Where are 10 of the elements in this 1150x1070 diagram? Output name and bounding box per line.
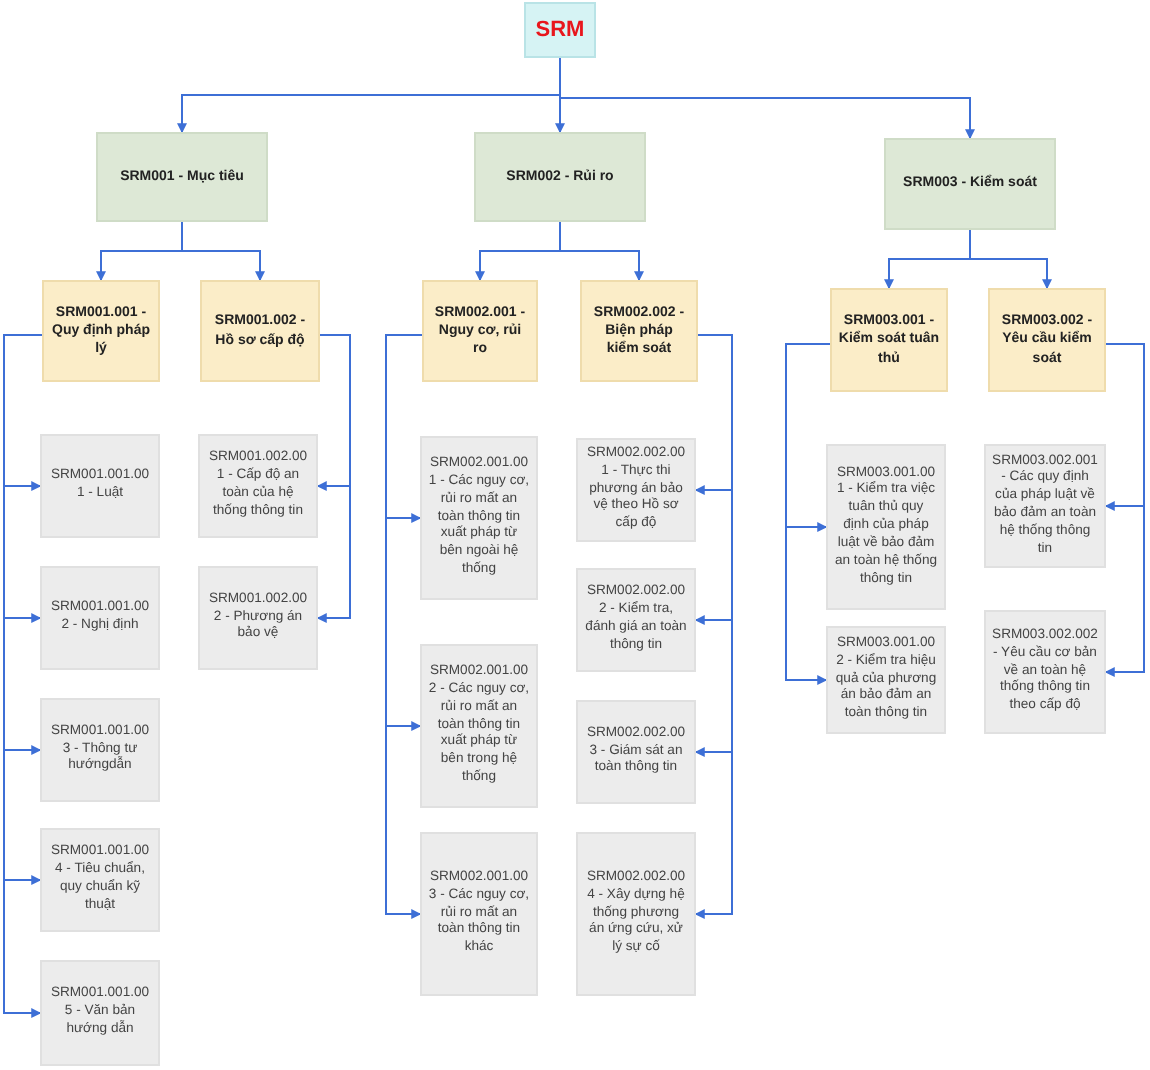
connector-arrow (1104, 343, 1145, 677)
connector-arrow (181, 221, 265, 282)
connector-arrow (694, 334, 733, 919)
connector-arrow (785, 343, 831, 685)
root-box: SRM (524, 2, 596, 58)
connector-arrow (316, 334, 351, 623)
connector-arrow (385, 334, 423, 919)
connector-arrow (559, 57, 975, 140)
connector-arrow (969, 229, 1052, 290)
connector-arrow (3, 334, 43, 1018)
